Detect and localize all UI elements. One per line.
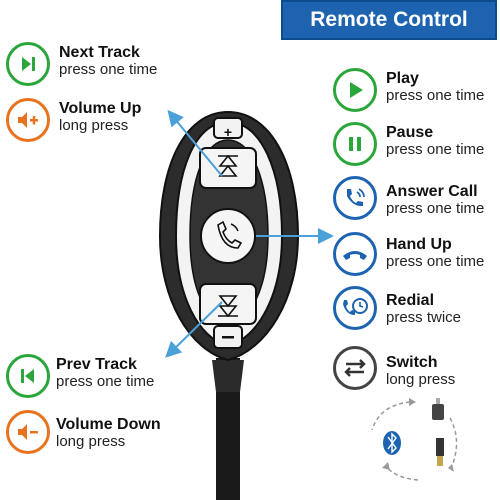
page-title: Remote Control bbox=[281, 0, 497, 40]
volume-up-button bbox=[199, 147, 257, 189]
arrow-to-volume-up bbox=[167, 109, 223, 177]
next-track-icon bbox=[6, 42, 50, 86]
volume-down-button bbox=[199, 283, 257, 325]
call-button bbox=[200, 208, 256, 264]
volume-up-icon bbox=[6, 98, 50, 142]
svg-text:+: + bbox=[224, 124, 232, 140]
switch-illustration bbox=[371, 398, 458, 481]
switch-icon bbox=[333, 346, 377, 390]
hang-up-icon bbox=[333, 232, 377, 276]
bluetooth-icon bbox=[383, 431, 401, 455]
arrow-to-prev-track bbox=[165, 301, 223, 358]
prev-track-icon bbox=[6, 354, 50, 398]
answer-call-icon bbox=[333, 176, 377, 220]
volume-down-icon bbox=[6, 410, 50, 454]
redial-icon bbox=[333, 286, 377, 330]
play-icon bbox=[333, 68, 377, 112]
pause-icon bbox=[333, 122, 377, 166]
